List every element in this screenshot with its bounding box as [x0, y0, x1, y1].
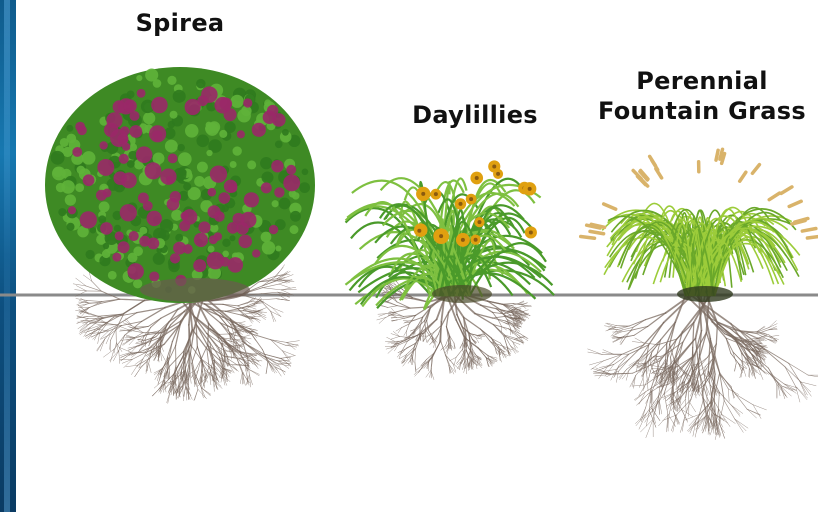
spirea-shrub-icon	[45, 67, 315, 303]
fountain-grass-label-line2: Fountain Grass	[588, 96, 816, 126]
daylillies-label: Daylillies	[400, 100, 550, 130]
daylily-plant-icon	[345, 160, 554, 309]
fountain-grass-label: Perennial Fountain Grass	[588, 66, 816, 126]
fountain-grass-label-line1: Perennial	[588, 66, 816, 96]
fountain-grass-icon	[581, 149, 818, 302]
spirea-label: Spirea	[110, 8, 250, 38]
